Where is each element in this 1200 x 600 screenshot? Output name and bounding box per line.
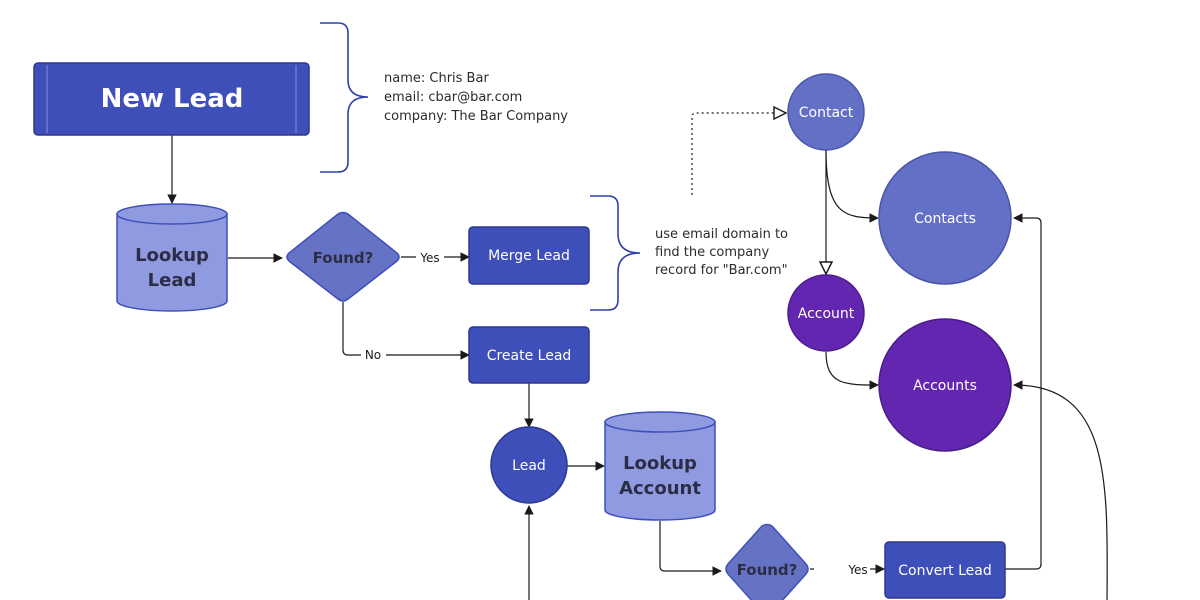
lookup-lead-label: Lookup [135,245,209,266]
contact-node: Contact [787,73,865,151]
edge-convertlead-to-contacts [1005,213,1042,570]
edge-found1-to-createlead [342,302,469,355]
found-1-label: Found? [313,249,374,267]
lead-details-note: name: Chris Bar email: cbar@bar.com comp… [384,71,568,124]
edge-account-to-accounts [825,351,879,390]
lookup-account-database: Lookup Account [604,411,716,521]
new-lead-label: New Lead [101,84,244,114]
lead-note-line: email: cbar@bar.com [384,90,522,105]
contacts-label: Contacts [914,211,976,227]
lead-node: Lead [490,426,568,504]
merge-note-line: record for "Bar.com" [655,263,788,278]
edge-contact-to-contacts [825,149,879,223]
lookup-account-label: Account [619,478,701,499]
yes-edge-label: Yes [419,251,439,265]
lookup-lead-label: Lead [148,270,197,291]
brace-lead-details [320,22,369,173]
no-edge-label: No [365,348,381,362]
found-decision-1: Found? [286,211,400,302]
found-2-label: Found? [737,561,798,579]
accounts-node: Accounts [878,318,1012,452]
merge-lead-process: Merge Lead [468,226,590,285]
merge-note-line: find the company [655,245,770,260]
convert-lead-label: Convert Lead [898,563,991,579]
lead-label: Lead [512,458,546,474]
merge-note-line: use email domain to [655,227,788,242]
convert-lead-process: Convert Lead [884,541,1006,599]
edge-lookupaccount-to-found2 [659,521,722,576]
edge-dotted-to-contact [691,113,786,195]
contact-label: Contact [799,105,854,121]
merge-domain-note: use email domain to find the company rec… [655,227,788,278]
brace-merge-note [590,195,641,311]
new-lead-process: New Lead [33,62,310,136]
lead-note-line: company: The Bar Company [384,109,568,124]
create-lead-label: Create Lead [487,348,572,364]
create-lead-process: Create Lead [468,326,590,384]
account-node: Account [787,274,865,352]
accounts-label: Accounts [913,378,977,394]
lookup-lead-database: Lookup Lead [116,203,228,312]
lookup-account-label: Lookup [623,453,697,474]
account-label: Account [798,306,855,322]
yes-edge-label: Yes [847,563,867,577]
edge-bottom-to-accounts [1013,380,1108,600]
merge-lead-label: Merge Lead [488,248,570,264]
contacts-node: Contacts [878,151,1012,285]
lead-note-line: name: Chris Bar [384,71,489,86]
found-decision-2: Found? [725,523,809,600]
